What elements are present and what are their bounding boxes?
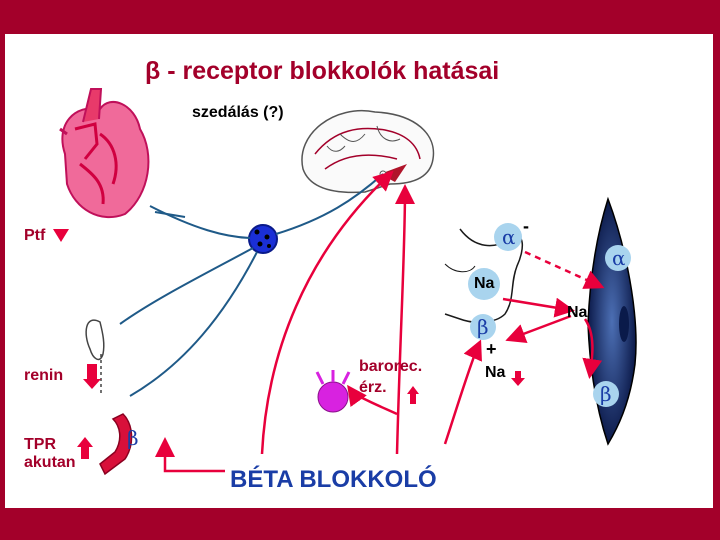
heart-icon <box>59 88 150 219</box>
beta-blocker-label: BÉTA BLOKKOLÓ <box>230 466 437 493</box>
beta-receptor-1 <box>470 314 496 340</box>
ptf-down-arrow <box>53 229 69 242</box>
na-channel-1 <box>468 268 500 300</box>
kidney-icon <box>85 319 105 394</box>
barorec-label: barorec. <box>359 358 423 375</box>
indicator-arrows <box>53 229 525 459</box>
arrow-na-to-beta <box>505 314 572 344</box>
beta-vessel-label: β <box>127 426 139 450</box>
ganglion-icon <box>248 224 278 254</box>
alpha-receptor-1 <box>494 223 522 251</box>
alpha-label-1: α <box>502 225 516 249</box>
renin-down-arrow <box>83 364 101 389</box>
diagram-canvas <box>53 88 637 476</box>
effect-arrows <box>155 170 605 473</box>
barorec-erz-label: érz. <box>359 379 387 396</box>
na-down-arrow <box>511 371 525 386</box>
beta-receptor-3 <box>593 381 619 407</box>
arrow-to-brain-2 <box>394 184 415 455</box>
na-label-2: Na <box>567 304 588 321</box>
alpha-label-2: α <box>612 246 626 270</box>
na-label-3: Na <box>485 364 506 381</box>
plus-sign: + <box>486 339 497 359</box>
tpr-label: TPR <box>24 436 56 453</box>
vessel-icon <box>99 413 133 476</box>
arrow-to-brain <box>260 170 394 455</box>
minus-sign: - <box>523 216 529 236</box>
slide: β - receptor blokkolók hatásai szedálás … <box>5 34 713 508</box>
tpr-up-arrow <box>77 437 93 459</box>
arrow-alpha-dashed <box>524 250 605 289</box>
arrow-na-right <box>502 297 575 318</box>
tpr-akutan-label: akutan <box>24 454 76 471</box>
alpha-receptor-2 <box>605 245 631 271</box>
baroreceptor-icon <box>315 370 351 413</box>
dizziness-label: szedálás (?) <box>192 104 284 121</box>
brain-icon <box>301 110 435 194</box>
arrow-down-to-beta <box>582 318 603 379</box>
page-title: β - receptor blokkolók hatásai <box>145 57 500 85</box>
arrow-to-beta <box>443 339 482 445</box>
ptf-label: Ptf <box>24 227 46 244</box>
na-label-1: Na <box>474 275 495 292</box>
arrow-to-vessel <box>155 437 225 473</box>
nerve-lines <box>119 173 384 397</box>
barorec-up-arrow <box>407 386 419 404</box>
beta-label-2: β <box>477 315 489 339</box>
muscle-cell-icon <box>587 196 637 446</box>
renin-label: renin <box>24 367 64 384</box>
beta-label-3: β <box>600 382 612 406</box>
arrow-to-baroreceptor <box>347 384 398 416</box>
